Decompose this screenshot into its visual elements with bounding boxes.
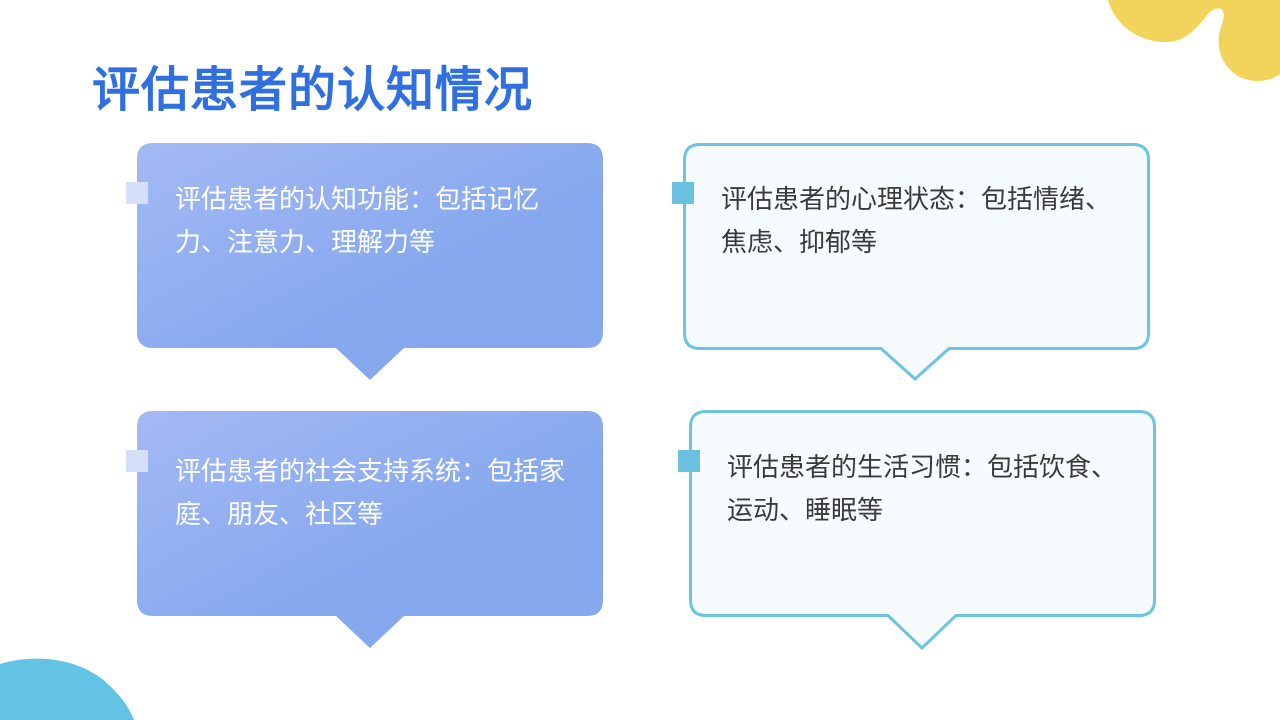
card-text: 评估患者的心理状态：包括情绪、焦虑、抑郁等 [721,185,1112,258]
bullet-square-icon [126,450,148,472]
yellow-decorative-blob [1108,0,1280,81]
speech-bubble-shape [689,410,1156,651]
card-text: 评估患者的认知功能：包括记忆力、注意力、理解力等 [175,185,540,258]
blue-decorative-blob [0,658,134,720]
slide-title: 评估患者的认知情况 [92,62,534,118]
card-social-support: 评估患者的社会支持系统：包括家庭、朋友、社区等 [126,411,603,649]
speech-bubble-shape [137,411,603,648]
bullet-square-icon [126,182,148,204]
card-text: 评估患者的生活习惯：包括饮食、运动、睡眠等 [727,453,1118,526]
card-lifestyle-habits: 评估患者的生活习惯：包括饮食、运动、睡眠等 [678,410,1156,651]
card-psychological-state: 评估患者的心理状态：包括情绪、焦虑、抑郁等 [672,143,1150,382]
speech-bubble-shape [137,143,603,380]
speech-bubble-shape [683,143,1150,382]
card-cognitive-function: 评估患者的认知功能：包括记忆力、注意力、理解力等 [126,143,603,381]
card-text: 评估患者的社会支持系统：包括家庭、朋友、社区等 [175,457,566,530]
bullet-square-icon [672,182,694,204]
bullet-square-icon [678,450,700,472]
